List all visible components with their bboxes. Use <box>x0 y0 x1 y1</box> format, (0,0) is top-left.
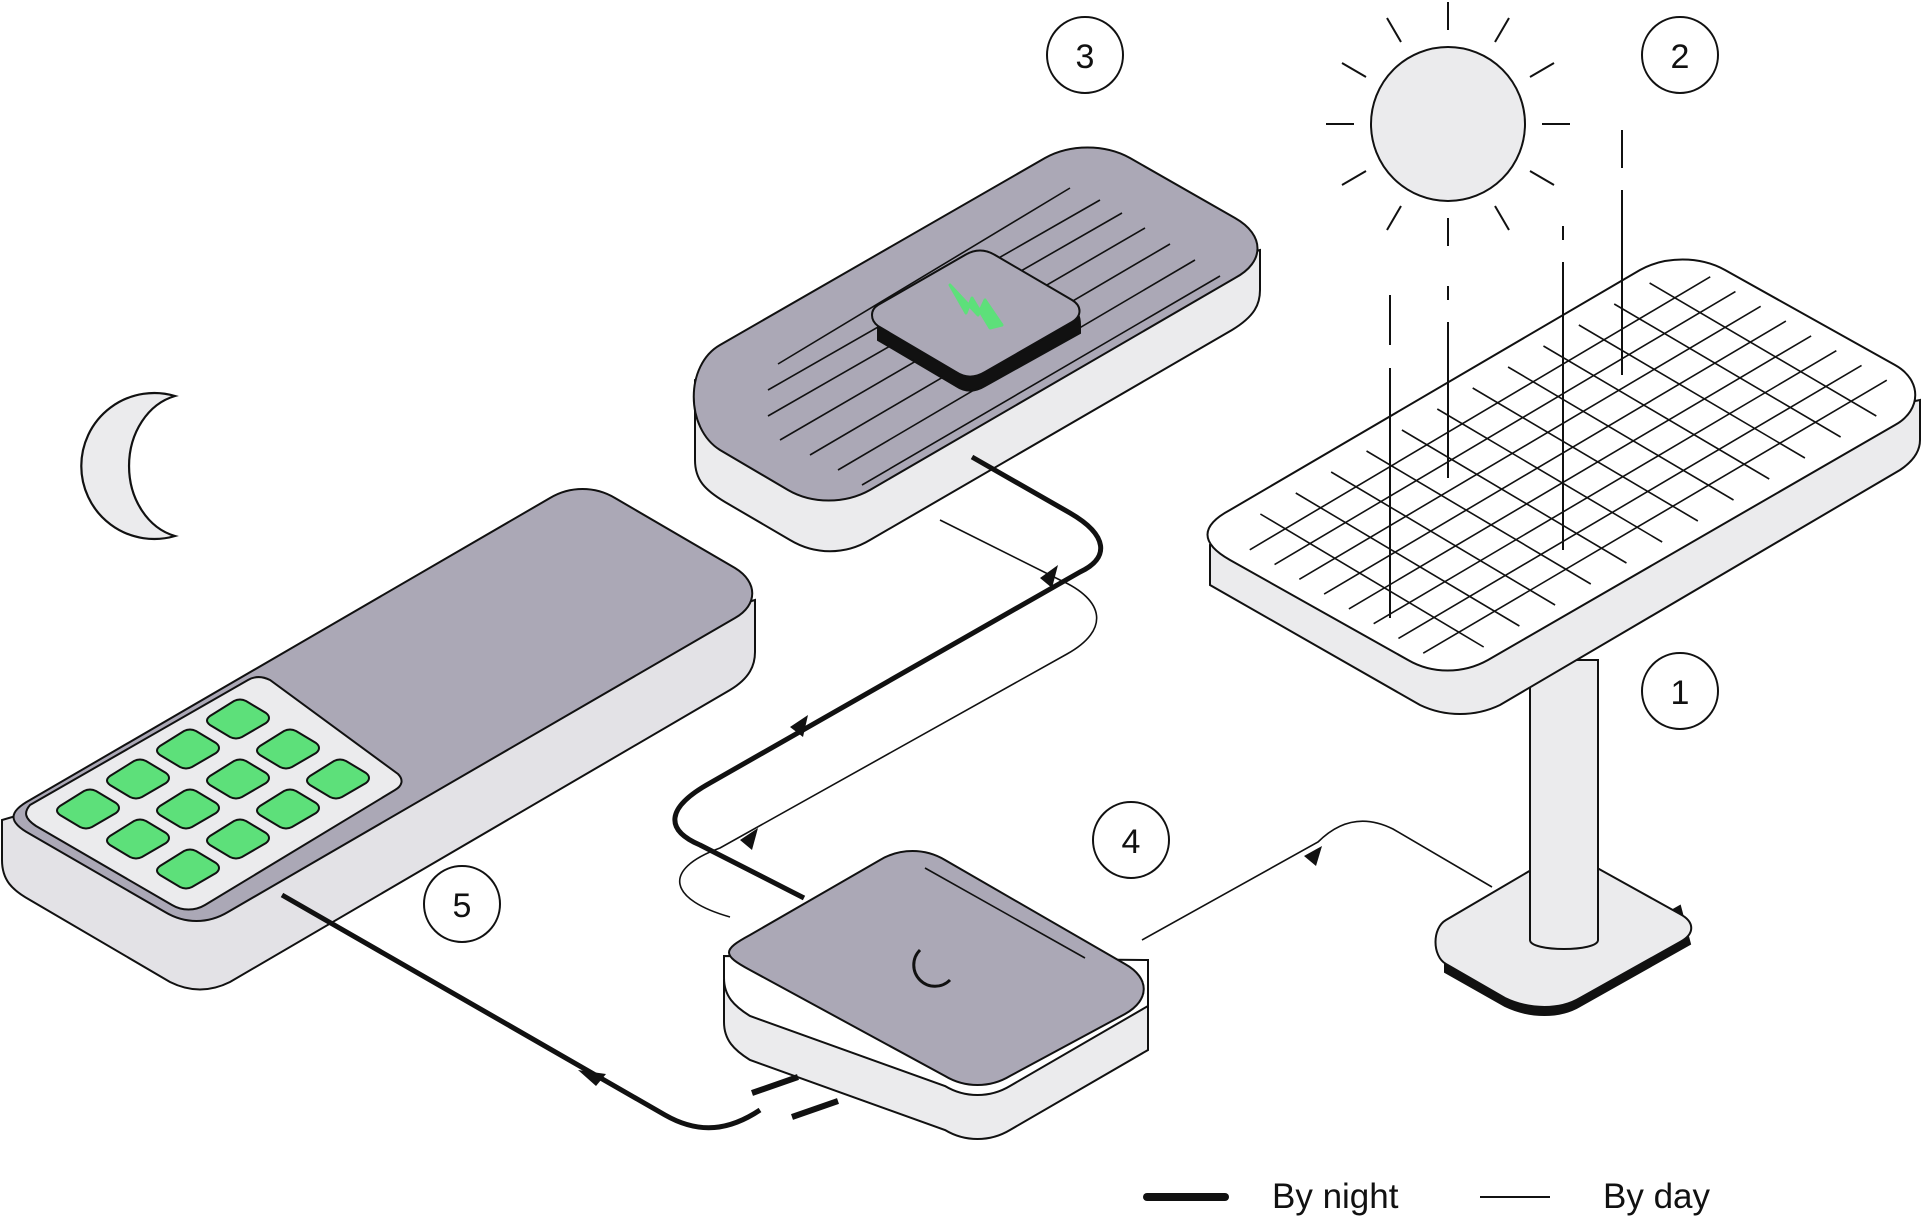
legend-night-label: By night <box>1272 1177 1399 1216</box>
step-badge-2: 2 <box>1641 16 1719 94</box>
solar-panel-grid <box>1249 276 1888 654</box>
svg-text:5: 5 <box>453 887 472 925</box>
keypad-key <box>156 848 220 890</box>
night-flow-lines <box>280 454 1104 1131</box>
legend: By night By day <box>1143 1177 1710 1216</box>
svg-text:1: 1 <box>1671 674 1690 712</box>
grid-line <box>1366 450 1592 585</box>
solar-panel-stand <box>1434 659 1693 1016</box>
legend-day-label: By day <box>1603 1177 1710 1216</box>
lightning-icon <box>948 283 1004 330</box>
keypad-key <box>156 788 220 830</box>
grid-line <box>1348 335 1812 610</box>
svg-text:3: 3 <box>1076 38 1095 76</box>
arrow-day-2 <box>1304 846 1322 866</box>
arrow-day-1 <box>740 828 758 850</box>
grid-line <box>1249 276 1711 551</box>
grid-line <box>1578 324 1806 459</box>
sunlight-rays <box>1389 130 1623 618</box>
moon-icon <box>80 391 179 541</box>
grid-line <box>1436 408 1663 543</box>
grid-line <box>1401 429 1627 564</box>
step-badge-4: 4 <box>1092 801 1170 879</box>
keypad-key <box>206 698 270 740</box>
keypad <box>56 698 370 890</box>
step-badge-5: 5 <box>423 865 501 943</box>
grid-line <box>1398 364 1862 640</box>
control-panel <box>1 488 756 991</box>
keypad-key <box>206 758 270 800</box>
svg-text:2: 2 <box>1671 38 1690 76</box>
arrow-night-3 <box>578 1070 606 1086</box>
keypad-key <box>306 758 370 800</box>
grid-line <box>1259 513 1485 648</box>
arrow-night-2 <box>790 715 808 737</box>
keypad-key <box>106 818 170 860</box>
arrow-night-1 <box>1040 565 1058 588</box>
grid-line <box>1472 387 1699 522</box>
day-flow-lines <box>678 519 1493 941</box>
svg-text:4: 4 <box>1122 823 1141 861</box>
battery-storage <box>692 146 1261 553</box>
keypad-key <box>256 788 320 830</box>
keypad-key <box>56 788 120 830</box>
grid-line <box>1422 379 1888 654</box>
grid-line <box>1274 290 1736 566</box>
sun-icon <box>1326 2 1570 246</box>
grid-line <box>1543 345 1770 480</box>
solar-panel <box>1206 258 1921 715</box>
grid-line <box>1507 366 1734 501</box>
step-badge-3: 3 <box>1046 16 1124 94</box>
grid-line <box>1649 282 1877 417</box>
step-badge-1: 1 <box>1641 652 1719 730</box>
grid-line <box>1330 471 1556 606</box>
flow-arrows <box>578 565 1322 1086</box>
keypad-key <box>156 728 220 770</box>
grid-line <box>1298 305 1762 581</box>
keypad-key <box>206 818 270 860</box>
grid-line <box>1295 492 1520 627</box>
keypad-key <box>106 758 170 800</box>
grid-line <box>1323 320 1787 595</box>
grid-line <box>1373 349 1837 625</box>
controller-box <box>723 850 1149 1140</box>
keypad-key <box>256 728 320 770</box>
grid-line <box>1613 303 1842 438</box>
power-icon <box>912 948 952 988</box>
